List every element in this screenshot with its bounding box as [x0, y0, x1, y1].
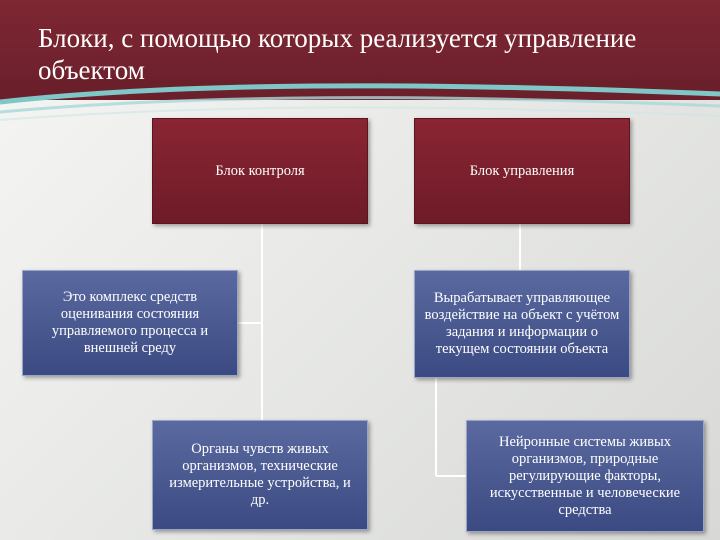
- control-block: Блок контроля: [152, 118, 368, 224]
- management-description-text: Вырабатывает управляющее воздействие на …: [424, 290, 620, 357]
- slide-title: Блоки, с помощью которых реализуется упр…: [38, 23, 637, 85]
- header-wave-decoration: [0, 80, 720, 121]
- management-block-examples: Нейронные системы живых организмов, прир…: [466, 420, 704, 532]
- control-block-description: Это комплекс средств оценивания состояни…: [22, 270, 238, 376]
- management-block-description: Вырабатывает управляющее воздействие на …: [414, 270, 630, 378]
- management-examples-text: Нейронные системы живых организмов, прир…: [489, 433, 681, 518]
- management-block: Блок управления: [414, 118, 630, 224]
- control-description-text: Это комплекс средств оценивания состояни…: [51, 289, 209, 356]
- control-block-examples: Органы чувств живых организмов, техничес…: [152, 420, 368, 530]
- control-block-label: Блок контроля: [215, 162, 305, 179]
- management-block-label: Блок управления: [469, 162, 575, 179]
- control-examples-text: Органы чувств живых организмов, техничес…: [169, 441, 351, 508]
